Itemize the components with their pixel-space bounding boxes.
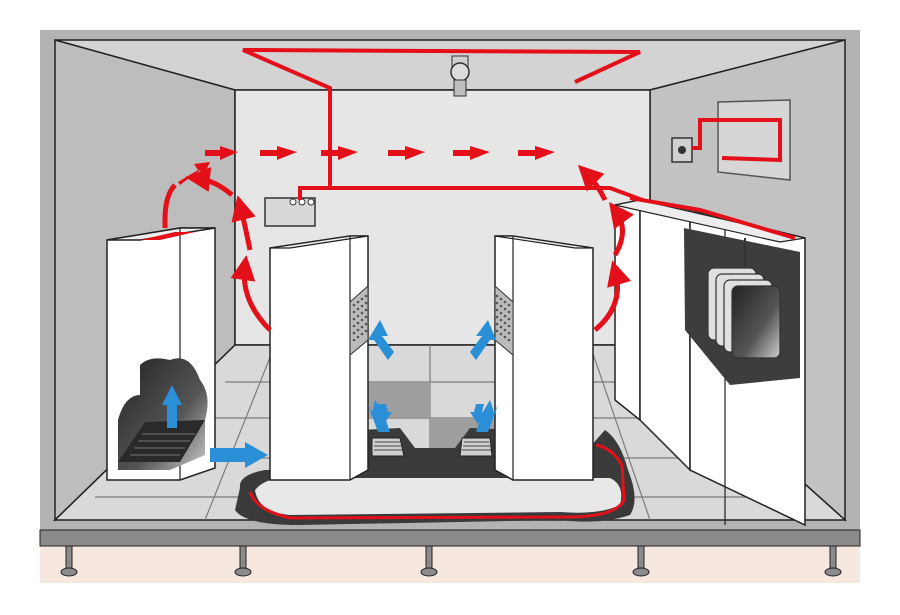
hot-air-arrow [260, 146, 297, 160]
floor-supports [39, 529, 861, 577]
hot-air-arrow [388, 146, 425, 160]
hot-air-arrow [321, 146, 358, 160]
ceiling-cable-run [242, 48, 641, 190]
hot-air-arrow [205, 146, 238, 160]
cool-air-arrow [162, 385, 182, 428]
crac-unit-left [106, 227, 216, 481]
cool-air-arrow [470, 320, 496, 360]
cool-air-arrow [376, 404, 392, 424]
cool-air-arrow [210, 442, 268, 468]
floor-hot-air-loop [248, 443, 626, 520]
crac-unit-right [614, 196, 806, 527]
ceiling-sensor-icon [450, 55, 470, 97]
hot-air-arrow [453, 146, 490, 160]
wall-cable-run [692, 118, 782, 163]
floor-containment-inner [255, 478, 622, 515]
cool-air-arrow [368, 320, 394, 360]
hot-air-flow-paths [162, 164, 634, 332]
cool-air-arrow [476, 400, 498, 432]
crac-cooling-coils [707, 267, 781, 359]
server-rack-left [269, 235, 369, 481]
server-rack-right [494, 235, 594, 481]
ceiling-junction-box-icon [264, 197, 316, 227]
wall-thermostat-icon [671, 137, 693, 163]
cool-air-arrow [470, 404, 486, 424]
hot-air-arrow [518, 146, 555, 160]
floor-vent-left [371, 437, 405, 457]
floor-vent-right [459, 437, 493, 457]
